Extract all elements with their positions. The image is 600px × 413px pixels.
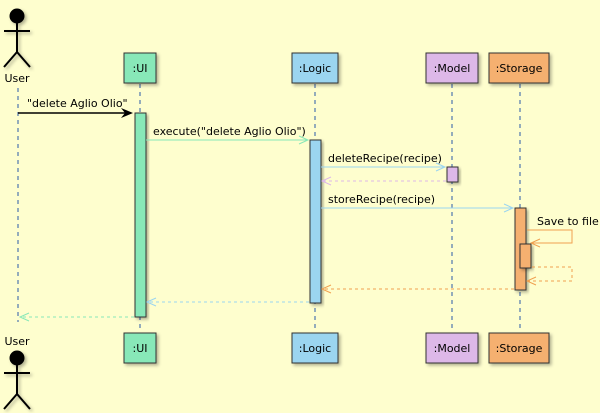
activation-storage-nested [519, 243, 532, 269]
actor-user-bottom [3, 350, 31, 410]
message-label-2: execute("delete Aglio Olio") [153, 125, 306, 138]
participant-logic-label-bottom: :Logic [299, 342, 331, 355]
participant-storage-label-bottom: :Storage [496, 342, 543, 355]
participant-logic-bottom [291, 332, 339, 364]
participant-logic-label-top: :Logic [299, 62, 331, 75]
actor-label-top: User [4, 72, 30, 85]
return-arrowhead-model [320, 176, 332, 186]
arrowhead-3 [435, 162, 447, 172]
messages: "delete Aglio Olio" execute("delete Agli… [18, 97, 599, 322]
message-label-3: deleteRecipe(recipe) [328, 152, 442, 165]
arrowhead-2 [298, 135, 310, 145]
participant-storage-bottom [488, 332, 550, 364]
actor-head-top [9, 8, 25, 24]
participant-ui-label-top: :UI [132, 62, 147, 75]
participant-storage-top [488, 52, 550, 84]
actor-legs-bottom [3, 392, 31, 410]
self-call-arrow [527, 229, 573, 244]
actor-user-top [3, 8, 31, 68]
activation-logic [309, 139, 322, 304]
participant-ui-top [123, 52, 157, 84]
participant-ui-bottom [123, 332, 157, 364]
participant-logic-top [291, 52, 339, 84]
arrowhead-1 [121, 108, 133, 118]
participants-bottom: :UI :Logic :Model :Storage [123, 332, 550, 364]
message-label-1: "delete Aglio Olio" [27, 97, 128, 110]
participant-model-top [425, 52, 479, 84]
participants-top: :UI :Logic :Model :Storage [123, 52, 550, 84]
participant-storage-label-top: :Storage [496, 62, 543, 75]
participant-ui-label-bottom: :UI [132, 342, 147, 355]
activation-ui [134, 112, 147, 318]
return-arrowhead-storage [320, 284, 332, 294]
participant-model-bottom [425, 332, 479, 364]
arrowhead-4 [503, 203, 515, 213]
self-return-arrow [528, 266, 573, 282]
return-arrowhead-logic [145, 297, 157, 307]
participant-model-label-bottom: :Model [434, 342, 471, 355]
activation-model [446, 166, 459, 183]
actor-legs-top [3, 50, 31, 68]
participant-model-label-top: :Model [434, 62, 471, 75]
actor-label-bottom: User [4, 335, 30, 348]
self-return-arrowhead [525, 276, 537, 286]
self-call-arrowhead [529, 238, 541, 248]
message-label-4: storeRecipe(recipe) [328, 193, 435, 206]
message-label-5: Save to file [537, 215, 599, 228]
return-arrowhead-ui [18, 312, 30, 322]
activations [134, 112, 532, 318]
actor-head-bottom [9, 350, 25, 366]
